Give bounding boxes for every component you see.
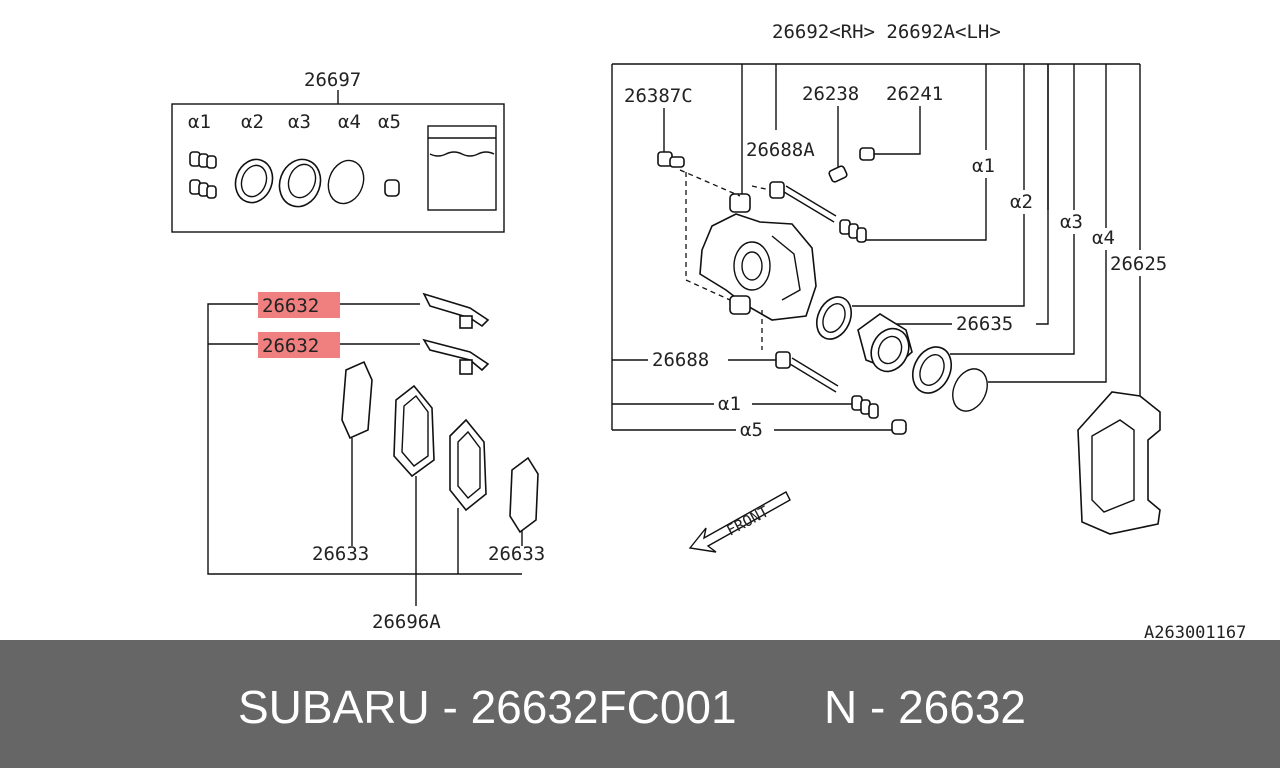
label-caliper: 26692<RH> 26692A<LH>: [772, 21, 1001, 43]
label-26241: 26241: [886, 83, 943, 105]
footer-part-number: SUBARU - 26632FC001: [238, 681, 737, 733]
bleeder-valve-icon: [828, 165, 848, 183]
label-clip-1: 26632: [262, 295, 319, 317]
exploded-view-svg: 26697 α1 α2 α3 α4 α5: [171, 21, 1246, 643]
label-26625: 26625: [1110, 253, 1167, 275]
label-left-a1: α1: [718, 393, 741, 415]
seal-kit-box: [171, 103, 505, 233]
parts-diagram: 26697 α1 α2 α3 α4 α5: [171, 21, 1246, 643]
label-26387C: 26387C: [624, 85, 693, 107]
bleeder-cap-icon: [859, 147, 875, 161]
caliper-boot-icon: [911, 346, 953, 394]
highlight-clip-2: [258, 332, 340, 358]
label-26635: 26635: [956, 313, 1013, 335]
label-pad-left: 26633: [312, 543, 369, 565]
label-26238: 26238: [802, 83, 859, 105]
brake-pad-right-icon: [449, 418, 487, 512]
label-26688: 26688: [652, 349, 709, 371]
bleeder-screw-icon: [657, 151, 685, 168]
pin-cap-icon: [891, 419, 907, 435]
label-a4: α4: [338, 111, 361, 133]
boot-icon: [189, 151, 217, 199]
brake-pad-left-icon: [393, 384, 435, 478]
label-pad-right: 26633: [488, 543, 545, 565]
caliper-ring-icon: [952, 368, 988, 412]
label-left-a5: α5: [740, 419, 763, 441]
label-a1: α1: [188, 111, 211, 133]
label-26697: 26697: [304, 69, 361, 91]
footer-reference: N - 26632: [824, 681, 1027, 733]
highlight-clip-1: [258, 292, 340, 318]
snap-ring-icon: [327, 159, 365, 205]
label-right-a4: α4: [1092, 227, 1115, 249]
pin-boot-upper-icon: [839, 219, 867, 243]
label-right-a1: α1: [972, 155, 995, 177]
caliper-support-icon: [1077, 391, 1161, 535]
footer-bar: SUBARU - 26632FC001 N - 26632: [0, 640, 1280, 768]
caliper-seal-icon: [815, 296, 853, 340]
label-a2: α2: [241, 111, 264, 133]
pad-clip-lower-icon: [422, 338, 490, 375]
diagram-reference: A263001167: [1144, 623, 1246, 640]
label-pad-set: 26696A: [372, 611, 441, 633]
cap-icon: [384, 179, 400, 197]
label-right-a2: α2: [1010, 191, 1033, 213]
front-arrow-icon: FRONT: [688, 491, 791, 553]
label-a3: α3: [288, 111, 311, 133]
label-clip-2: 26632: [262, 335, 319, 357]
pad-shim-right-icon: [509, 456, 539, 534]
pin-boot-lower-icon: [851, 395, 879, 419]
piston-icon: [857, 313, 913, 373]
label-front: FRONT: [723, 502, 771, 539]
pad-shim-left-icon: [341, 360, 373, 440]
label-right-a3: α3: [1060, 211, 1083, 233]
label-a5: α5: [378, 111, 401, 133]
seal-kit-group: 26697 α1 α2 α3 α4 α5: [171, 69, 505, 233]
caliper-body-icon: [699, 193, 817, 321]
pad-clip-upper-icon: [422, 292, 490, 329]
pad-group: 26632 26632: [207, 292, 545, 633]
caliper-group: 26692<RH> 26692A<LH> 26387C 26238 26241 …: [611, 21, 1167, 553]
piston-seal-icon: [234, 158, 274, 204]
guide-pin-upper-icon: [769, 181, 837, 223]
piston-boot-icon: [278, 158, 322, 208]
guide-pin-lower-icon: [775, 351, 839, 393]
label-26688A: 26688A: [746, 139, 815, 161]
grease-packet-icon: [427, 125, 497, 211]
